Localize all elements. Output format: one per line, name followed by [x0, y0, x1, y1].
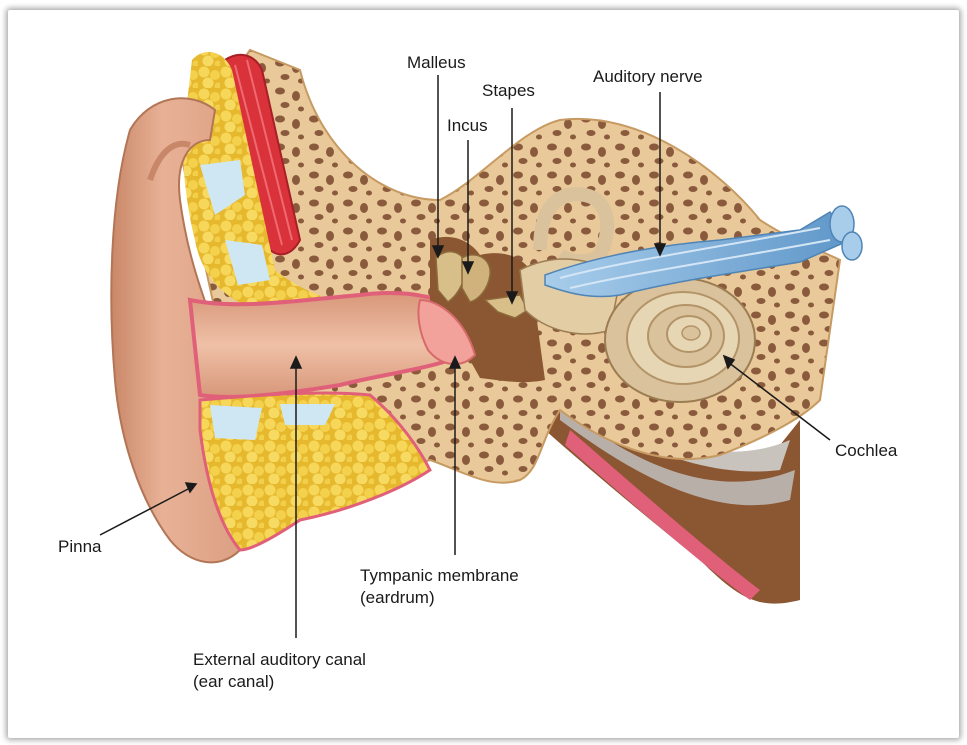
label-external-auditory-canal: External auditory canal	[193, 649, 366, 670]
label-auditory-nerve: Auditory nerve	[593, 66, 703, 87]
label-external-auditory-canal-sub: (ear canal)	[193, 671, 274, 692]
label-tympanic-membrane-sub: (eardrum)	[360, 587, 435, 608]
label-stapes: Stapes	[482, 80, 535, 101]
label-cochlea: Cochlea	[835, 440, 897, 461]
label-incus: Incus	[447, 115, 488, 136]
cochlea-shape	[605, 278, 755, 402]
label-pinna: Pinna	[58, 536, 101, 557]
label-malleus: Malleus	[407, 52, 466, 73]
label-tympanic-membrane: Tympanic membrane	[360, 565, 519, 586]
